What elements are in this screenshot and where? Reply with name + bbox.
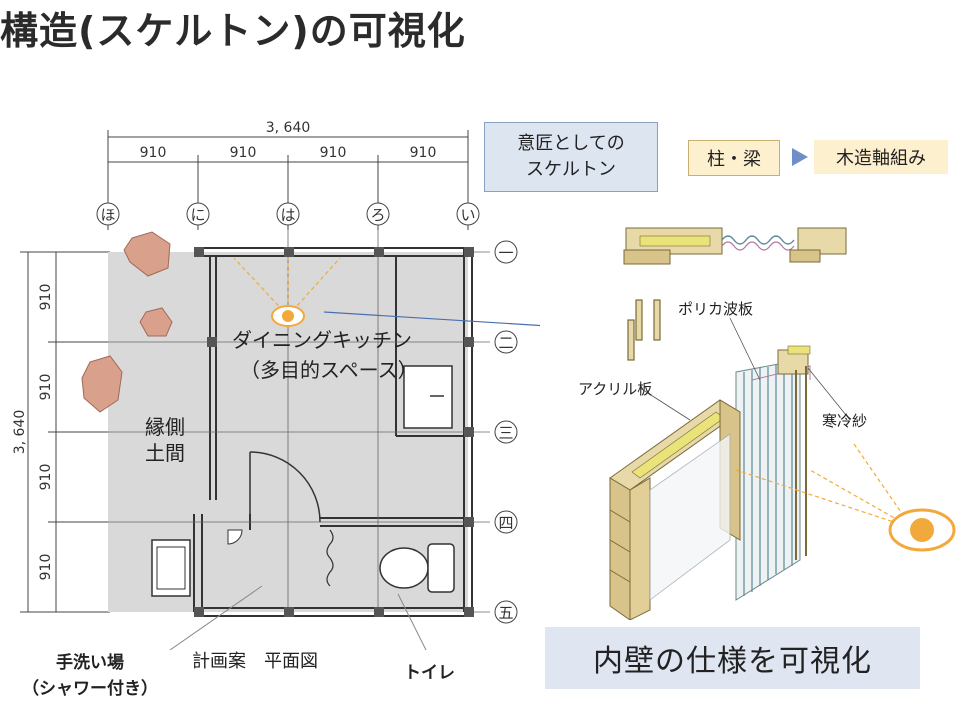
gauze-label: 寒冷紗 (822, 412, 868, 430)
handwash-sink (151, 539, 191, 597)
wooden-frame-box: 木造軸組み (814, 140, 948, 174)
skeleton-line-2: スケルトン (526, 159, 616, 180)
engawa-label: 縁側 土間 (140, 414, 190, 466)
row-label-3: 三 (498, 424, 513, 442)
eye-viewpoint (233, 257, 341, 327)
total-width-label: 3, 640 (266, 120, 311, 136)
col-label-ho: ほ (100, 206, 115, 224)
stepping-stones (81, 231, 173, 413)
span-1: 910 (140, 145, 167, 161)
arrow-right-icon (792, 148, 808, 166)
span-4: 910 (410, 145, 437, 161)
span-2: 910 (230, 145, 257, 161)
span-3: 910 (320, 145, 347, 161)
toilet-bowl (379, 547, 429, 589)
skeleton-design-box: 意匠としての スケルトン (484, 122, 658, 192)
floor-plan: 3, 640 910 910 910 910 3, 640 910 910 91… (12, 120, 540, 650)
row-span-2: 910 (38, 374, 54, 401)
dining-kitchen-label: ダイニングキッチン (232, 328, 412, 352)
wall-sketch (609, 227, 956, 620)
toilet-label: トイレ (404, 663, 455, 683)
col-label-i: い (460, 206, 475, 224)
small-posts (627, 299, 661, 361)
eye-viewpoint-sketch (735, 443, 956, 552)
row-span-4: 910 (38, 554, 54, 581)
left-dimension-lines (20, 251, 110, 613)
curtain (326, 529, 334, 587)
connector-line (323, 311, 540, 327)
row-label-1: 一 (498, 244, 513, 262)
page-title: 構造(スケルトン)の可視化 (0, 9, 466, 53)
handwash-label: 手洗い場 （シャワー付き） (4, 650, 176, 702)
row-label-2: 二 (498, 334, 513, 352)
polycarbonate-panel (735, 359, 811, 601)
multipurpose-label: （多目的スペース） (240, 358, 418, 382)
kitchen-counter (403, 365, 453, 429)
col-label-ha: は (280, 206, 295, 224)
row-span-1: 910 (38, 284, 54, 311)
row-label-5: 五 (498, 604, 513, 622)
handwash-line-1: 手洗い場 (56, 653, 124, 673)
wall-section-strip (623, 227, 847, 265)
acrylic-sheet (649, 433, 731, 601)
polycarbonate-label: ポリカ波板 (678, 300, 754, 318)
walls (193, 247, 473, 617)
col-label-ro: ろ (370, 206, 385, 224)
toilet-tank (427, 543, 455, 593)
handwash-line-2: （シャワー付き） (22, 679, 158, 699)
column-beam-box: 柱・梁 (688, 140, 780, 176)
acrylic-label: アクリル板 (578, 380, 653, 398)
skeleton-line-1: 意匠としての (517, 133, 625, 154)
gauze-post (777, 345, 811, 560)
engawa-line-2: 土間 (145, 441, 185, 465)
inner-wall-box: 内壁の仕様を可視化 (545, 627, 920, 689)
row-label-4: 四 (498, 514, 513, 532)
col-label-ni: に (190, 206, 205, 224)
total-depth-label: 3, 640 (12, 410, 28, 455)
columns (194, 247, 474, 617)
door-swing (249, 451, 321, 523)
engawa-line-1: 縁側 (145, 415, 185, 439)
row-span-3: 910 (38, 464, 54, 491)
plan-caption: 計画案 平面図 (192, 651, 318, 672)
shower-corner (227, 529, 243, 545)
